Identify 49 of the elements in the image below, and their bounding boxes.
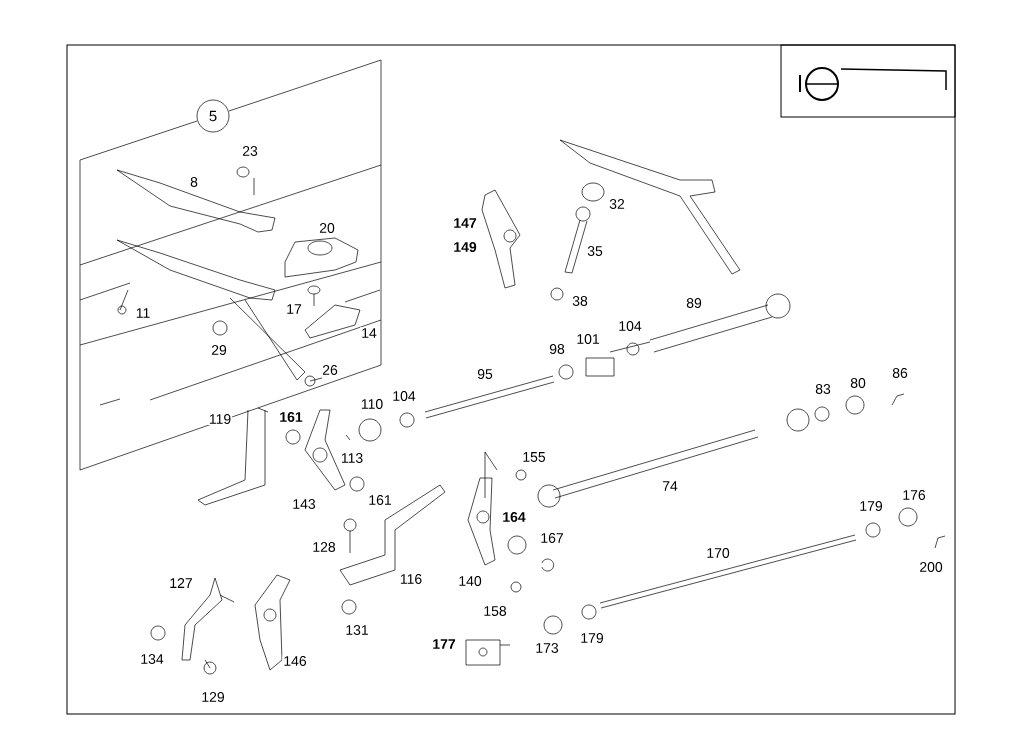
callout-number: 119 bbox=[207, 413, 233, 425]
callout-number: 86 bbox=[891, 367, 909, 379]
callout-number: 143 bbox=[291, 498, 317, 510]
callout-number: 149 bbox=[452, 241, 478, 253]
callout-number: 23 bbox=[241, 145, 259, 157]
callout-number: 20 bbox=[318, 222, 336, 234]
callout-number: 127 bbox=[168, 577, 194, 589]
callout-number: 83 bbox=[814, 383, 832, 395]
callout-number: 113 bbox=[339, 452, 365, 464]
callout-number: 35 bbox=[586, 245, 604, 257]
callout-number: 14 bbox=[360, 327, 378, 339]
callout-number: 146 bbox=[282, 655, 308, 667]
callout-number: 17 bbox=[285, 303, 303, 315]
callout-number: 29 bbox=[210, 344, 228, 356]
callout-number: 89 bbox=[685, 297, 703, 309]
callout-number: 176 bbox=[901, 489, 927, 501]
callout-number: 177 bbox=[431, 638, 457, 650]
callout-number: 74 bbox=[661, 480, 679, 492]
callout-number: 179 bbox=[579, 632, 605, 644]
callout-number: 147 bbox=[452, 217, 478, 229]
callout-number: 116 bbox=[398, 573, 424, 585]
callout-number: 155 bbox=[521, 451, 547, 463]
callout-number: 129 bbox=[200, 691, 226, 703]
callout-number: 200 bbox=[918, 561, 944, 573]
callout-number: 104 bbox=[391, 390, 417, 402]
callout-number: 98 bbox=[548, 343, 566, 355]
callout-number: 167 bbox=[539, 532, 565, 544]
callout-number: 110 bbox=[359, 398, 385, 410]
callout-number: 161 bbox=[278, 411, 304, 423]
callout-number: 128 bbox=[311, 541, 337, 553]
callout-number: 32 bbox=[608, 198, 626, 210]
callout-number: 161 bbox=[367, 494, 393, 506]
callout-number: 140 bbox=[457, 575, 483, 587]
callout-number: 8 bbox=[189, 176, 199, 188]
callout-number: 179 bbox=[858, 500, 884, 512]
callout-number: 158 bbox=[482, 605, 508, 617]
callout-number: 95 bbox=[476, 368, 494, 380]
callout-number: 134 bbox=[139, 653, 165, 665]
callout-number: 11 bbox=[134, 307, 152, 319]
circled-callout: 5 bbox=[196, 99, 230, 133]
callout-number: 38 bbox=[571, 295, 589, 307]
callout-number: 131 bbox=[344, 624, 370, 636]
callout-number: 26 bbox=[321, 364, 339, 376]
callout-number: 170 bbox=[705, 547, 731, 559]
callout-number: 101 bbox=[575, 333, 601, 345]
callout-number: 173 bbox=[534, 642, 560, 654]
callout-number: 80 bbox=[849, 377, 867, 389]
callout-number: 164 bbox=[501, 511, 527, 523]
callout-number: 104 bbox=[617, 320, 643, 332]
